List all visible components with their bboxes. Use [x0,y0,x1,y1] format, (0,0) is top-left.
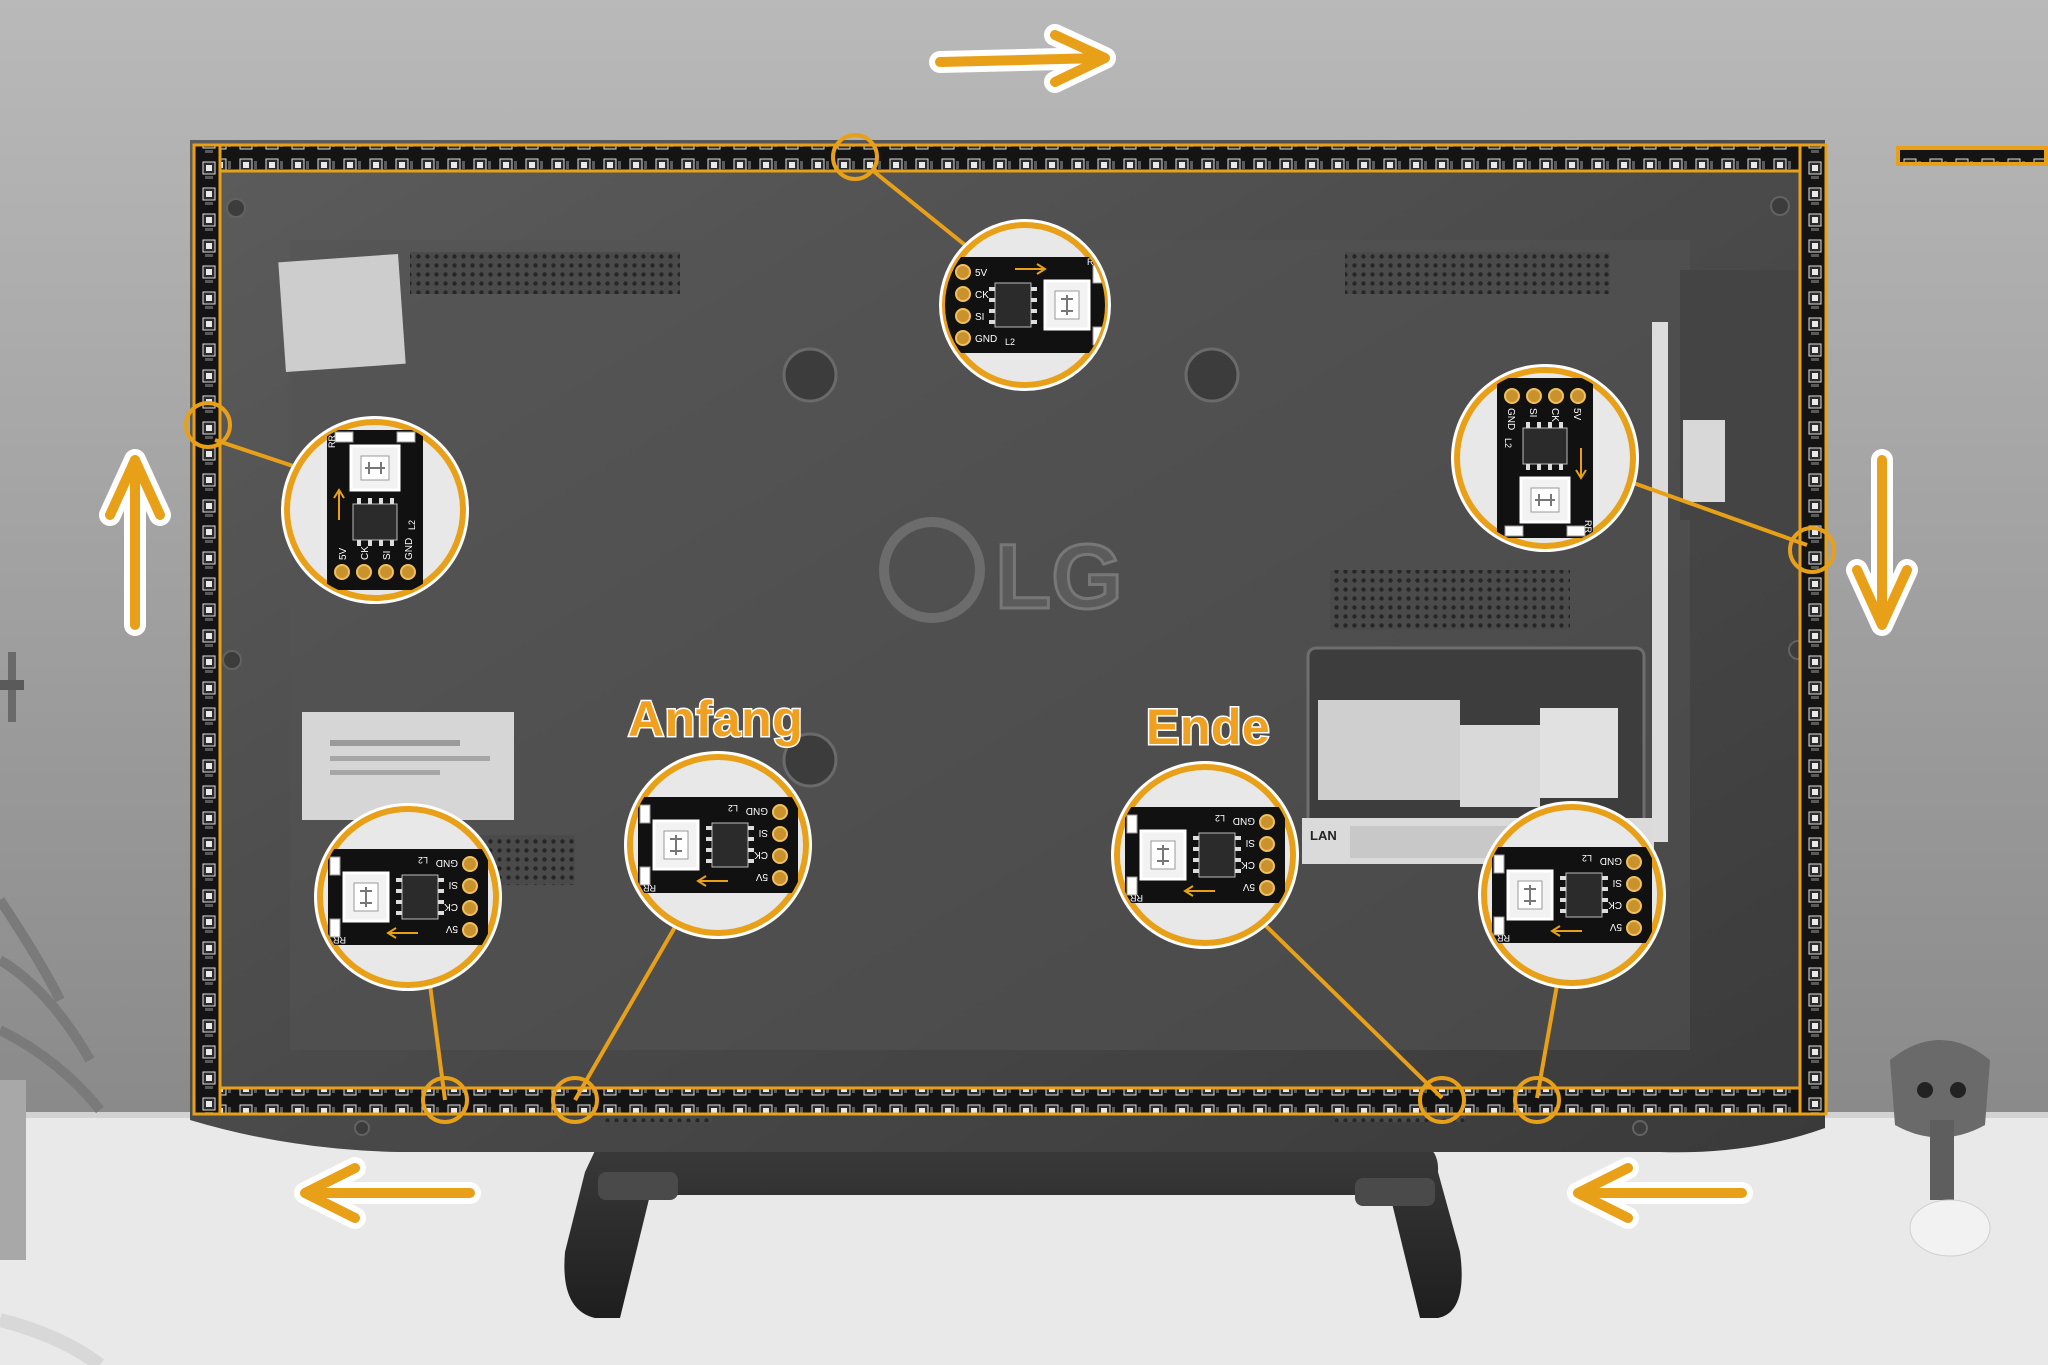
pin-label: GND [1233,815,1255,826]
pin-label: SI [1527,408,1538,417]
detail-circle-bottom-right: 5V CK SI GND RR L2 [1478,801,1666,989]
pin-label: SI [759,827,768,838]
start-label: Anfang [626,690,804,749]
pad-label: L2 [728,803,738,813]
pad-label: RR [327,435,337,448]
pin-label: GND [404,538,415,560]
pin-label: 5V [338,547,349,560]
pin-label: GND [975,334,997,345]
detail-circle-left: 5V CK SI GND RR L2 [281,416,469,604]
pin-label: GND [746,805,768,816]
pin-label: 5V [1609,921,1622,932]
callout-lines [214,168,1808,1102]
pin-label: GND [436,857,458,868]
detail-circle-start: 5V CK SI GND RR L2 [624,751,812,939]
pad-label: L2 [407,520,417,530]
lg-logo: LG [879,517,1124,630]
pad-label: L2 [418,855,428,865]
groot-figure [1890,1040,1991,1257]
detail-circle-right: 5V CK SI GND RR L2 [1451,364,1639,552]
pin-label: GND [1505,408,1516,430]
pin-label: SI [382,551,393,560]
cable-bottom-left [0,1313,105,1365]
pin-label: 5V [1571,408,1582,421]
tv-logo-text: LG [995,526,1123,628]
pin-label: CK [444,901,458,912]
pad-label: RR [1583,520,1593,533]
pad-label: L2 [1503,438,1513,448]
pin-label: CK [754,849,768,860]
detail-circle-bottom-left: 5V CK SI GND RR L2 [314,803,502,991]
vent-top-right [1345,252,1610,294]
wall-hook [0,652,24,722]
connector-panel: LAN [1302,270,1810,864]
plant-left [0,897,104,1260]
end-label: Ende [1144,698,1271,757]
pad-label: L2 [1582,853,1592,863]
pin-label: GND [1600,855,1622,866]
pin-label: CK [975,290,989,301]
sticky-note [278,253,406,373]
pad-label: RR [333,935,346,945]
vent-mid-right [1330,570,1570,630]
pin-label: 5V [1242,881,1255,892]
pad-label: L2 [1005,337,1015,347]
pin-label: 5V [975,268,988,279]
pin-label: CK [1608,899,1622,910]
pin-label: CK [1549,408,1560,422]
pin-label: 5V [445,923,458,934]
pin-label: SI [975,312,984,323]
led-strip-piece [1896,146,2048,166]
pin-label: CK [360,546,371,560]
port-lan: LAN [1310,828,1337,843]
pin-label: 5V [755,871,768,882]
strip-markers [184,133,1836,1124]
detail-circle-end: 5V CK SI GND RR L2 [1111,761,1299,949]
pad-label: RR [643,883,656,893]
pad-label: RR [1130,893,1143,903]
pin-label: CK [1241,859,1255,870]
pad-label: RR [1497,933,1510,943]
pin-label: SI [449,879,458,890]
rating-sticker [302,712,514,820]
pad-label: L2 [1215,813,1225,823]
pin-label: SI [1246,837,1255,848]
pin-label: SI [1613,877,1622,888]
vent-top-left [410,252,680,294]
